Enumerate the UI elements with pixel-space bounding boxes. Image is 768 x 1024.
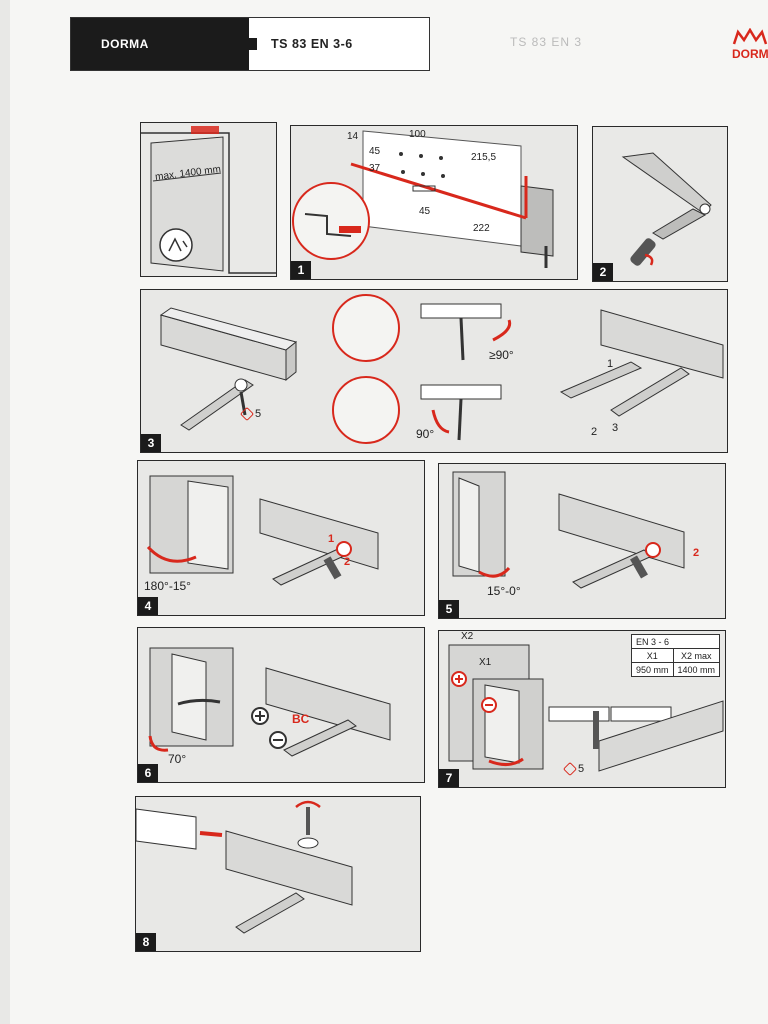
panel-5-latch-speed: 15°-0° 2 5 <box>438 463 726 619</box>
en-size-table: EN 3 - 6 X1 X2 max 950 mm 1400 mm <box>630 634 721 677</box>
step-number: 7 <box>439 769 459 787</box>
step-number: 2 <box>593 263 613 281</box>
arm-screwdriver-illustration <box>593 127 727 281</box>
brand-label: DORMA <box>71 18 249 70</box>
panel-1-template: 14 45 37 100 215,5 45 222 1 <box>290 125 578 280</box>
logo-wordmark: DORMA <box>732 47 768 61</box>
panel-8-cover: 8 <box>135 796 421 952</box>
dim-37: 37 <box>369 163 381 174</box>
panel-door-overview: max. 1400 mm <box>140 122 277 277</box>
table-value-x2: 1400 mm <box>672 662 721 677</box>
step-number: 5 <box>439 600 459 618</box>
cover-fitting-illustration <box>136 797 420 951</box>
angle-label: 15°-0° <box>487 584 521 598</box>
angle-label: 180°-15° <box>144 579 191 593</box>
step-number: 6 <box>138 764 158 782</box>
angle-label: 70° <box>168 752 187 766</box>
panel-2-arm: 2 <box>592 126 728 282</box>
dim-45-bottom: 45 <box>419 206 431 217</box>
panel-3-body-arm: ≥90° 90° 5 1 2 3 3 <box>140 289 728 453</box>
document-header: DORMA TS 83 EN 3-6 <box>70 17 430 71</box>
logo-crown-icon <box>732 28 768 45</box>
dim-100: 100 <box>409 129 426 140</box>
angle-90-label: 90° <box>416 427 435 441</box>
hex-key-icon <box>239 407 255 422</box>
step-number: 3 <box>141 434 161 452</box>
bc-label: BC <box>292 712 310 726</box>
bleed-through-text: TS 83 EN 3 <box>510 35 583 49</box>
hex-key-size: 5 <box>239 407 262 422</box>
panel-4-closing-speed: 180°-15° 1 2 4 <box>137 460 425 616</box>
header-square-icon <box>245 38 257 50</box>
step-badge-3: 3 <box>612 422 619 434</box>
table-header-x2: X2 max <box>672 648 721 663</box>
dim-45-top: 45 <box>369 146 381 157</box>
closing-speed-illustration <box>138 461 424 615</box>
dim-215: 215,5 <box>471 152 497 163</box>
backcheck-illustration <box>138 628 424 782</box>
dorma-logo: DORMA <box>730 28 768 64</box>
table-title: EN 3 - 6 <box>630 634 721 649</box>
panel-7-closing-force: X2 X1 5 7 <box>438 630 726 788</box>
latch-speed-illustration <box>439 464 725 618</box>
closing-force-illustration <box>439 631 725 787</box>
hex-key-icon <box>562 762 578 777</box>
step-badge-1: 1 <box>607 358 614 370</box>
table-header-x1: X1 <box>631 648 674 663</box>
page-edge <box>0 0 10 1024</box>
step-badge-2: 2 <box>693 547 700 559</box>
mounting-template-illustration <box>291 126 577 279</box>
closer-body-arm-illustration <box>141 290 727 452</box>
dim-222: 222 <box>473 223 490 234</box>
step-number: 8 <box>136 933 156 951</box>
hex-size-value: 5 <box>255 408 262 420</box>
table-value-x1: 950 mm <box>631 662 674 677</box>
hex-size-value: 5 <box>578 763 585 775</box>
hex-key-size: 5 <box>562 762 585 777</box>
model-label: TS 83 EN 3-6 <box>271 37 353 51</box>
step-badge-2: 2 <box>591 426 598 438</box>
x1-label: X1 <box>479 657 492 668</box>
x2-label: X2 <box>461 631 474 642</box>
dim-14: 14 <box>347 131 359 142</box>
step-number: 1 <box>291 261 311 279</box>
step-number: 4 <box>138 597 158 615</box>
angle-ge90-label: ≥90° <box>489 348 514 362</box>
step-badge-2: 2 <box>344 556 351 568</box>
panel-6-backcheck: 70° BC 6 <box>137 627 425 783</box>
step-badge-1: 1 <box>328 533 335 545</box>
door-overview-illustration <box>141 123 276 276</box>
